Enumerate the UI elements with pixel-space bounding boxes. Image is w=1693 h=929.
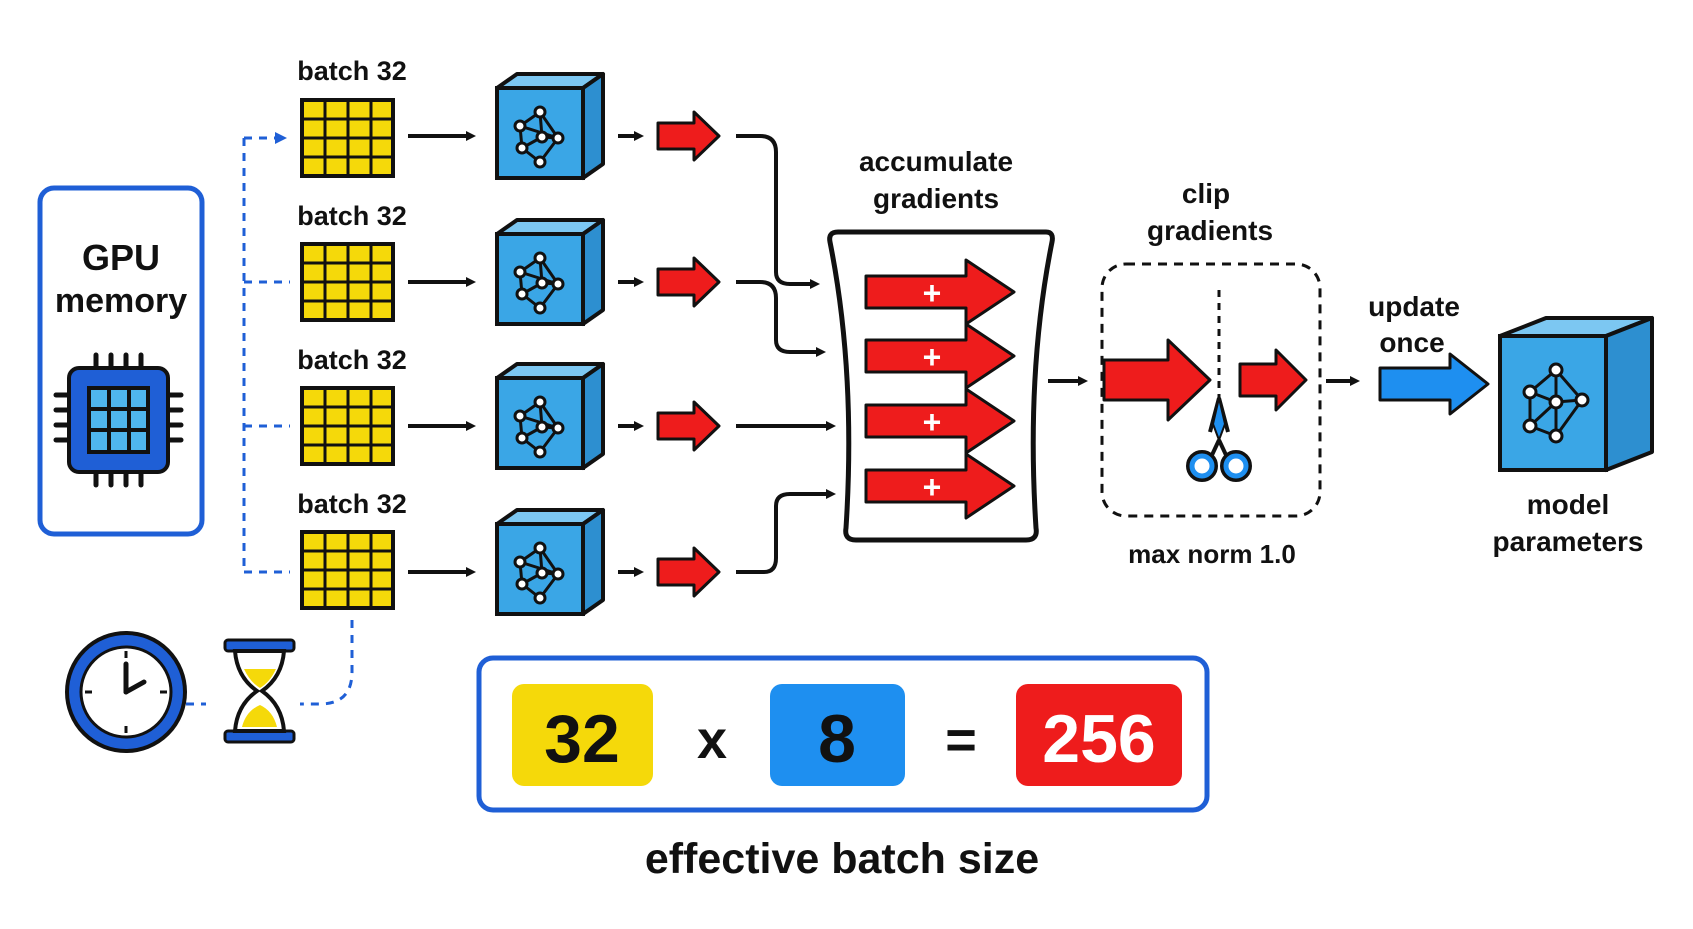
hourglass-icon xyxy=(223,638,296,744)
scissors-icon xyxy=(1186,397,1252,482)
connector xyxy=(736,489,836,574)
batch-grid-icon xyxy=(300,530,395,610)
network-cube-icon xyxy=(495,72,605,180)
gpu-label: GPU xyxy=(82,237,160,278)
batch-grid-icon xyxy=(300,98,395,178)
batch-row-3: batch 32 xyxy=(297,345,836,470)
accumulated-gradient-3: + xyxy=(864,387,1016,455)
multiply-sign: x xyxy=(697,710,727,770)
micro-batch-badge xyxy=(512,684,653,786)
accum-steps-value: 8 xyxy=(818,701,856,777)
accumulate-label: accumulate xyxy=(859,146,1013,177)
plus-sign: + xyxy=(923,339,942,375)
batch-row-4: batch 32 xyxy=(297,489,836,616)
effective-batch-badge xyxy=(1016,684,1182,786)
gradient-arrow-icon xyxy=(656,256,721,308)
batch-label: batch 32 xyxy=(297,345,407,375)
gpu-memory-box: GPU memory xyxy=(37,185,205,537)
network-cube-icon xyxy=(495,362,605,470)
batch-row-2: batch 32 xyxy=(297,201,826,357)
gpu-memory-label: memory xyxy=(55,282,187,320)
plus-sign: + xyxy=(923,275,942,311)
parameters-label: parameters xyxy=(1493,526,1644,557)
clip-label: clip xyxy=(1182,178,1230,209)
equation-box: 32 x 8 = 256 xyxy=(476,655,1210,813)
accum-steps-badge xyxy=(770,684,905,786)
plus-sign: + xyxy=(923,404,942,440)
update-label: update xyxy=(1368,291,1460,322)
accumulated-gradient-2: + xyxy=(864,322,1016,390)
equals-sign: = xyxy=(945,710,977,770)
effective-batch-value: 256 xyxy=(1042,701,1155,777)
accumulator-container: + + + + xyxy=(827,229,1055,543)
clip-gradients-label: gradients xyxy=(1147,215,1273,246)
batch-grid-icon xyxy=(300,242,395,322)
micro-batch-value: 32 xyxy=(544,701,620,777)
batch-label: batch 32 xyxy=(297,489,407,519)
gradient-arrow-icon xyxy=(1102,338,1212,422)
gradients-label: gradients xyxy=(873,183,999,214)
gpu-batch-connectors xyxy=(186,132,354,706)
batch-label: batch 32 xyxy=(297,56,407,86)
model-label: model xyxy=(1527,489,1609,520)
clock-icon xyxy=(65,631,187,753)
batch-grid-icon xyxy=(300,386,395,466)
plus-sign: + xyxy=(923,469,942,505)
gradient-arrow-icon xyxy=(656,400,721,452)
connector xyxy=(736,280,826,357)
chip-icon xyxy=(53,352,184,488)
update-arrow-icon xyxy=(1378,352,1490,416)
clipped-gradient-arrow-icon xyxy=(1238,348,1308,412)
accumulated-gradient-1: + xyxy=(864,258,1016,326)
network-cube-icon xyxy=(495,218,605,326)
max-norm-caption: max norm 1.0 xyxy=(1128,539,1296,569)
gradient-arrow-icon xyxy=(656,110,721,162)
model-parameters-cube xyxy=(1498,316,1654,472)
network-cube-icon xyxy=(495,508,605,616)
network-icon xyxy=(1522,362,1590,444)
effective-batch-caption: effective batch size xyxy=(645,835,1039,883)
connector xyxy=(736,134,820,289)
batch-row-1: batch 32 xyxy=(297,56,820,289)
gradient-arrow-icon xyxy=(656,546,721,598)
clip-box xyxy=(1100,262,1322,518)
once-label: once xyxy=(1379,327,1444,358)
accumulated-gradient-4: + xyxy=(864,452,1016,520)
batch-label: batch 32 xyxy=(297,201,407,231)
